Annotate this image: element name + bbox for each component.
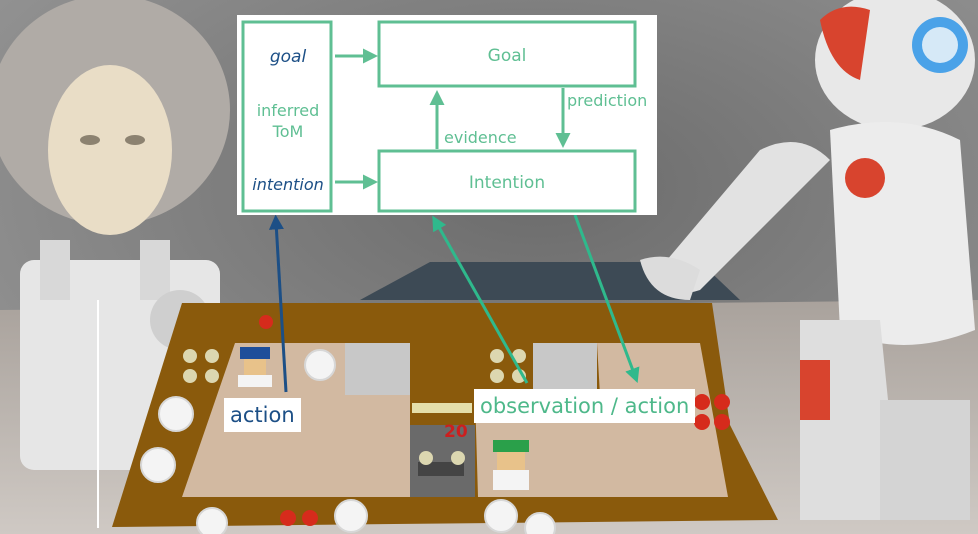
observation-arrow <box>432 215 529 384</box>
goal-box <box>377 20 637 88</box>
action-arrow <box>268 214 288 393</box>
timer-text: 20 <box>444 422 468 442</box>
tom-label-line1: inferred <box>257 101 320 120</box>
serving-tile-left <box>345 343 410 395</box>
intention-box-text: Intention <box>469 173 545 193</box>
chef-blue <box>238 347 272 387</box>
tom-goal-text: goal <box>270 47 307 67</box>
tom-label-line2: ToM <box>272 122 304 141</box>
evidence-text: evidence <box>444 128 517 147</box>
tom-intention-text: intention <box>252 175 324 194</box>
stove <box>418 462 464 476</box>
intention-box <box>377 149 637 213</box>
pass-counter <box>412 403 472 413</box>
action-to-game-arrow <box>573 214 640 384</box>
tom-diagram: goal inferred ToM intention Goal Intenti… <box>237 15 657 215</box>
plates <box>140 349 556 534</box>
inferred-tom-box <box>241 20 333 213</box>
prediction-text: prediction <box>567 91 647 110</box>
chef-green <box>493 440 529 490</box>
action-label: action <box>224 398 301 432</box>
floor-center <box>410 425 475 497</box>
nao-robot-right <box>640 0 975 520</box>
onion-pile <box>183 349 526 465</box>
serving-tile-right <box>533 343 597 395</box>
tomato-pile <box>259 315 730 526</box>
observation-action-label: observation / action <box>474 389 696 423</box>
goal-box-text: Goal <box>488 46 527 66</box>
